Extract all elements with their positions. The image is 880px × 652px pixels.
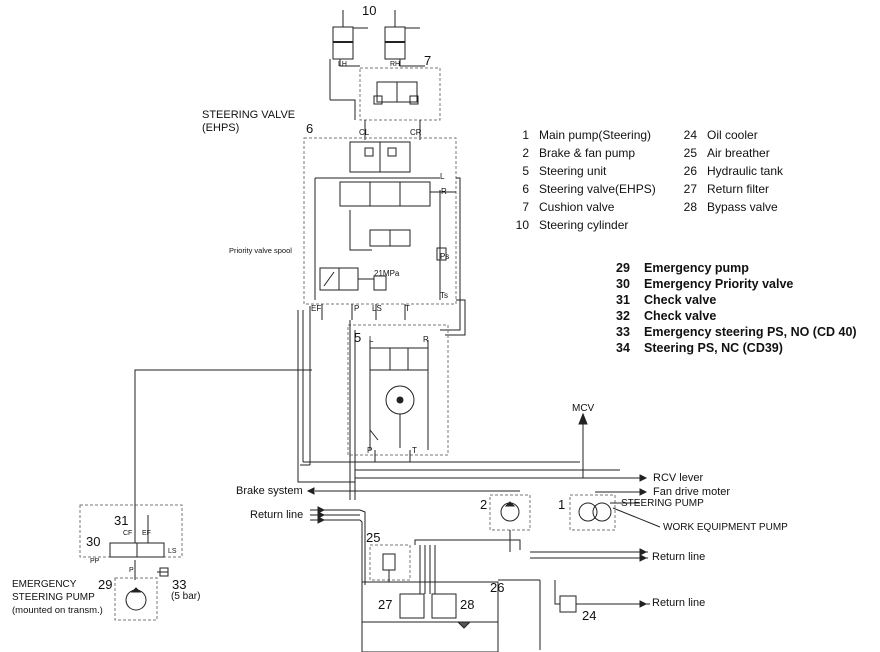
component-number-25: 25 [366,530,381,545]
component-number-2: 2 [480,497,488,512]
component-number-1: 1 [558,497,566,512]
steering-cylinder-rh [384,10,406,60]
steering-pump-label: STEERING PUMP [621,498,704,509]
component-number-7: 7 [424,53,432,68]
fan-drive-label: Fan drive moter [653,486,731,498]
main-pump-box [569,494,616,531]
port-label-p: P [354,304,360,313]
component-number-10: 10 [362,3,377,18]
valve30-port-pp: PP [90,558,100,565]
port-label-cr: CR [410,128,422,137]
component-number-26: 26 [490,580,505,595]
unit-port-t: T [412,446,417,455]
port-label-ps: Ps [440,252,450,261]
port-label-l: L [440,172,445,181]
emergency-pump-box [114,577,158,621]
component-number-30: 30 [86,534,101,549]
port-label-cl: CL [359,128,370,137]
valve30-port-ls: LS [168,548,177,555]
port-label-ts: Ts [440,291,448,300]
valve30-port-ef: EF [142,530,151,537]
component-number-31: 31 [114,513,129,528]
mcv-label: MCV [572,403,595,414]
emergency-pump-label-2: STEERING PUMP [12,592,95,603]
steering-unit-box [347,324,449,456]
emergency-pump-label-3: (mounted on transm.) [12,605,103,616]
return-line-left-label: Return line [250,509,304,521]
unit-port-r: R [423,335,429,344]
unit-port-l: L [369,335,374,344]
steering-cylinder-lh [332,10,354,60]
rcv-lever-label: RCV lever [653,472,704,484]
return-filter [399,593,425,619]
return-line-right-label-1: Return line [652,551,706,563]
steering-valve-box [303,137,457,305]
port-label-r: R [441,187,447,196]
brake-fan-pump-box [489,494,531,531]
component-number-24: 24 [582,608,597,623]
steering-valve-title: STEERING VALVE [202,109,296,121]
bypass-valve [431,593,457,619]
component-number-6: 6 [306,121,314,136]
emergency-pump-label-1: EMERGENCY [12,579,77,590]
component-number-33: 33 [172,577,187,592]
unit-port-p: P [367,446,373,455]
port-label-lh: LH [338,61,347,68]
pressure-label: 21MPa [374,269,400,278]
port-label-ls: LS [372,304,382,313]
component-number-5: 5 [354,330,362,345]
priority-valve-spool-label: Priority valve spool [229,246,292,255]
component-number-29: 29 [98,577,113,592]
component-number-27: 27 [378,597,393,612]
component-number-28: 28 [460,597,475,612]
cushion-valve-box [359,67,441,121]
port-label-ef: EF [311,304,322,313]
steering-valve-subtitle: (EHPS) [202,122,240,134]
port-label-t: T [405,304,410,313]
port-label-rh: RH [390,61,401,68]
return-line-right-label-2: Return line [652,597,706,609]
work-equipment-pump-label: WORK EQUIPMENT PUMP [663,522,788,533]
valve30-port-p: P [129,567,134,574]
valve30-port-cf: CF [123,530,133,537]
five-bar-label: (5 bar) [171,591,201,602]
brake-system-label: Brake system [236,485,303,497]
